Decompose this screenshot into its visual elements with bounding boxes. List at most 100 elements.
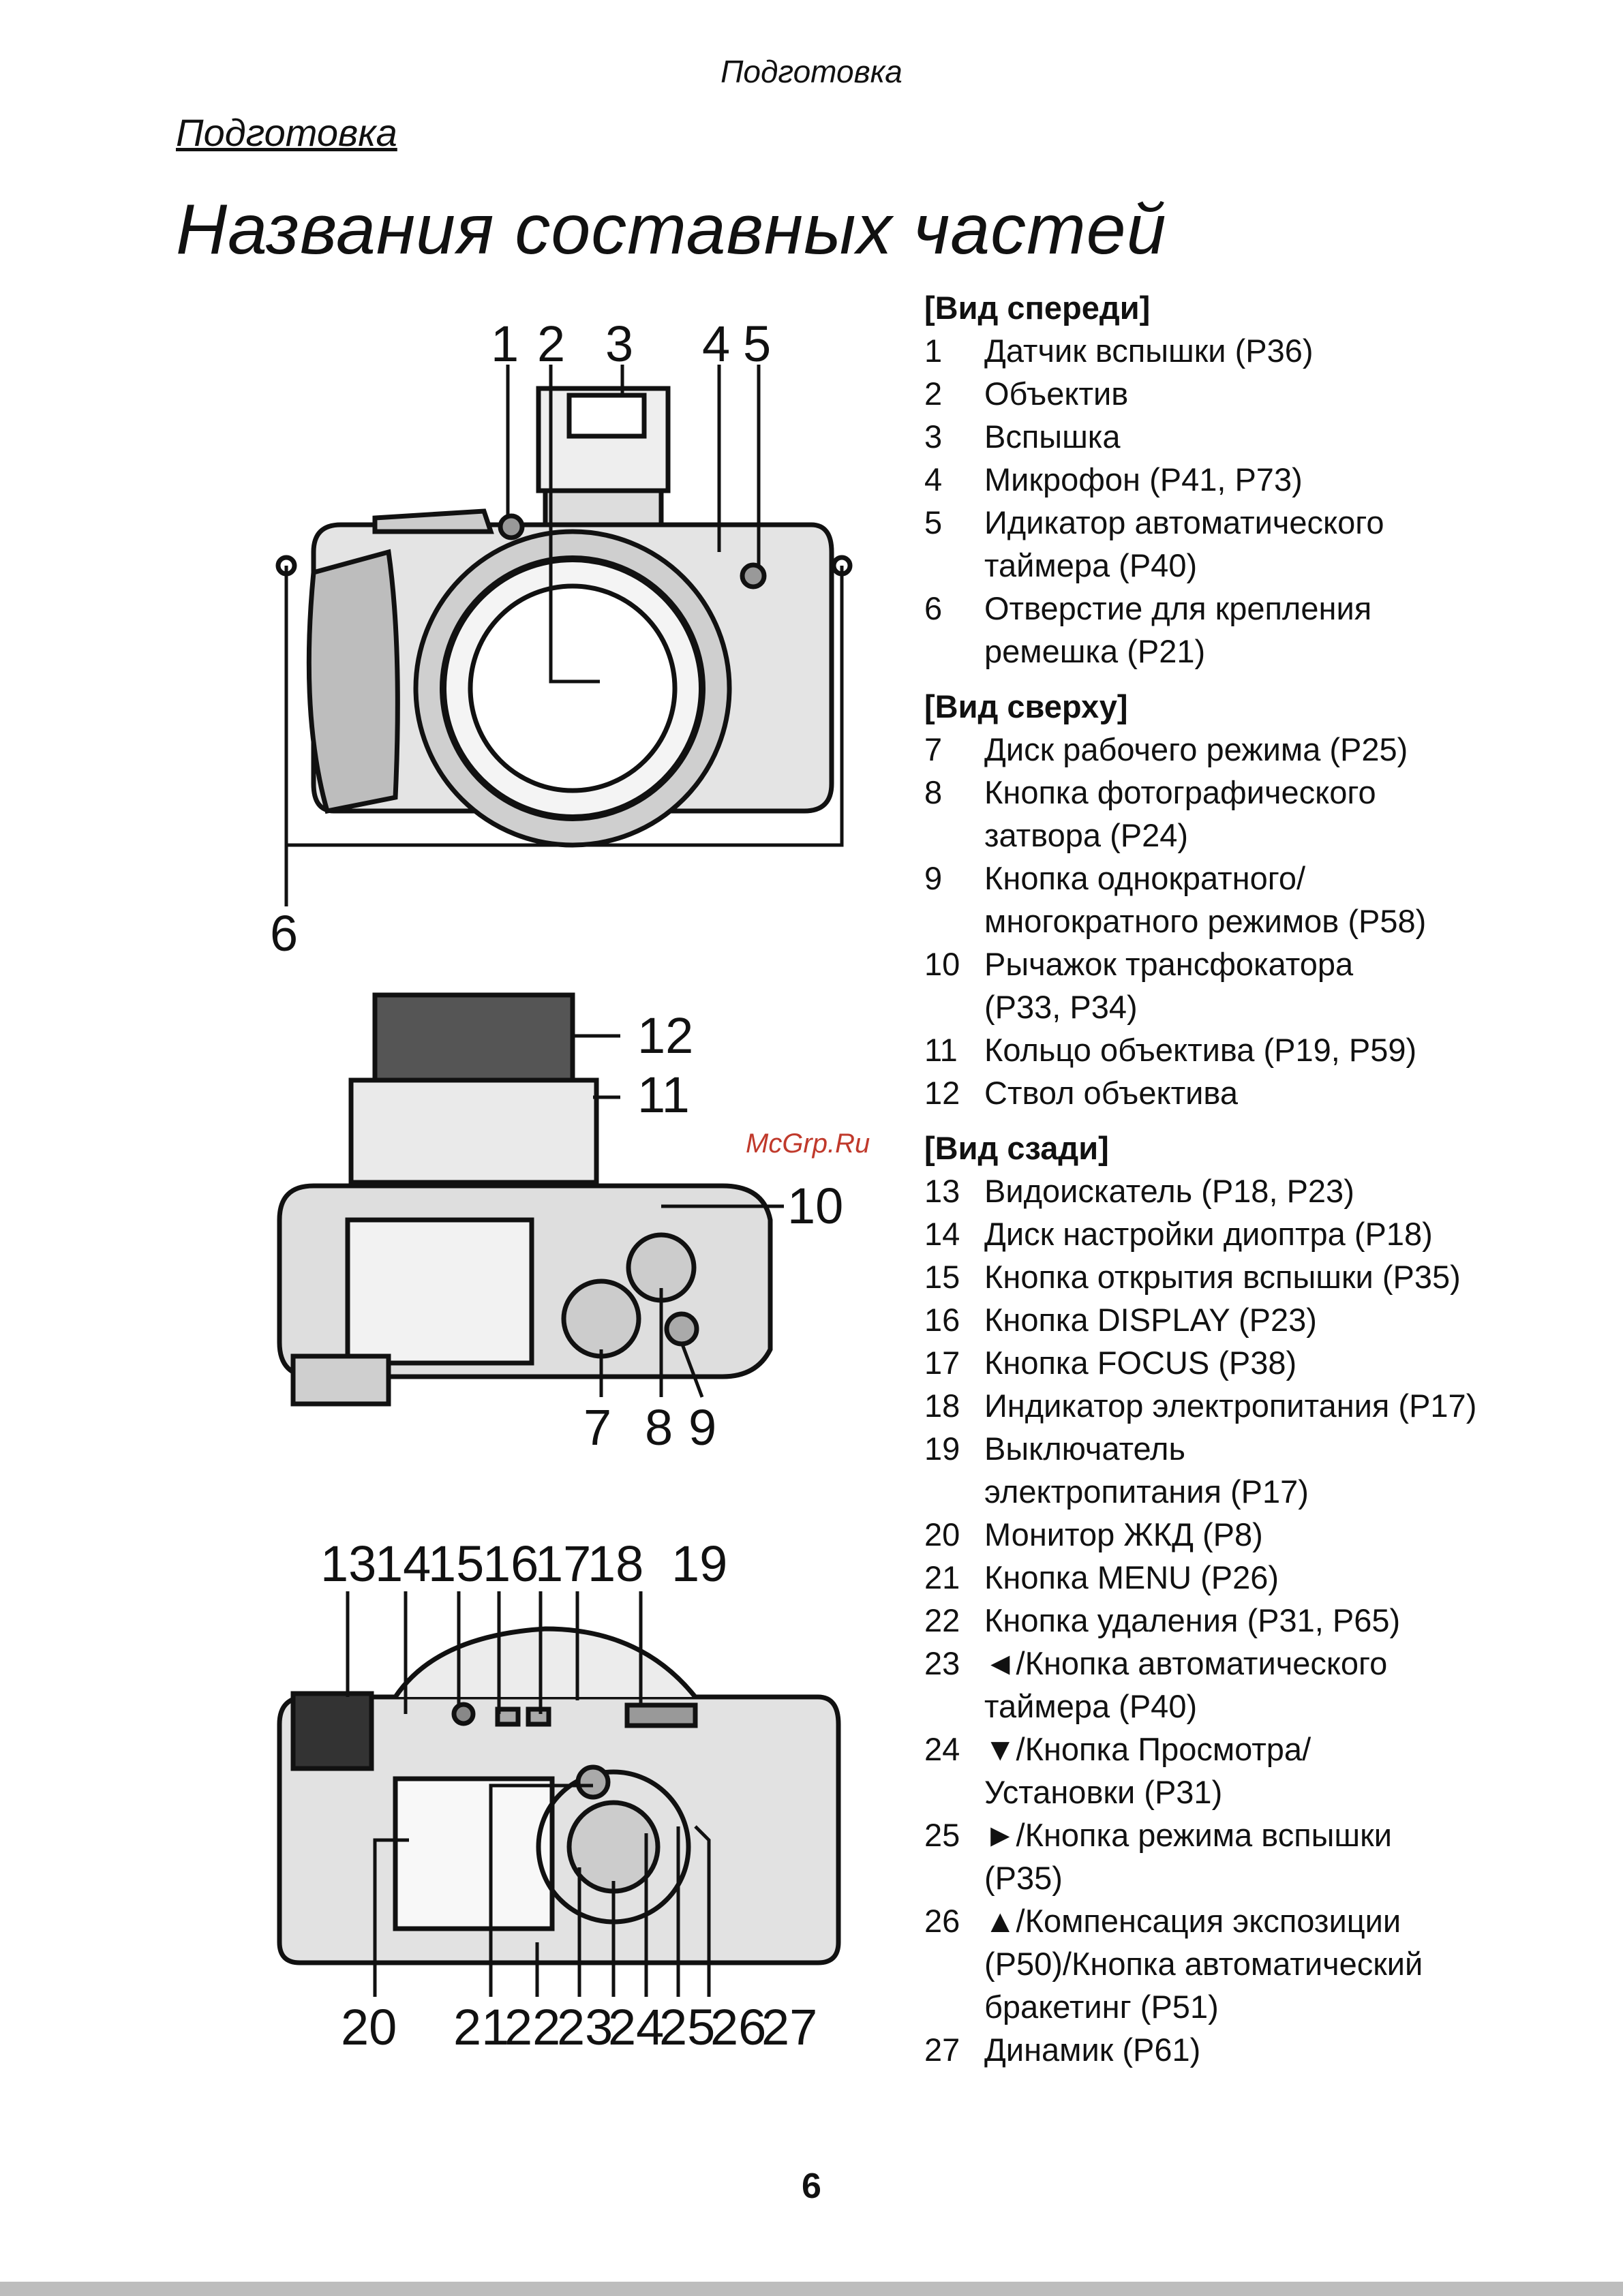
rear-label-26: 26	[710, 1999, 766, 2055]
item-number: 13	[924, 1173, 960, 1209]
item-number: 20	[924, 1516, 960, 1552]
list-item: 10 Рычажок трансфокатора(P33, P34)	[924, 943, 1538, 1028]
item-number: 14	[924, 1216, 960, 1252]
item-text: Динамик (P61)	[984, 2032, 1201, 2068]
front-label-2: 2	[537, 316, 565, 372]
item-text: Монитор ЖКД (P8)	[984, 1516, 1263, 1552]
item-number: 26	[924, 1903, 960, 1939]
item-number: 6	[924, 590, 943, 626]
item-text: Кнопка MENU (P26)	[984, 1559, 1279, 1595]
item-number: 5	[924, 504, 943, 540]
rear-label-14: 14	[375, 1535, 431, 1592]
top-label-12: 12	[637, 1007, 693, 1064]
rear-label-20: 20	[341, 1999, 397, 2055]
item-number: 15	[924, 1259, 960, 1295]
rear-label-24: 24	[608, 1999, 664, 2055]
section-title: [Вид сверху]	[924, 688, 1128, 724]
item-text: Микрофон (P41, P73)	[984, 461, 1303, 498]
list-item: 14 Диск настройки диоптра (P18)	[924, 1212, 1538, 1255]
list-item: 21 Кнопка MENU (P26)	[924, 1556, 1538, 1599]
list-item: 25 ►/Кнопка режима вспышки(P35)	[924, 1813, 1538, 1899]
item-text: Кнопка DISPLAY (P23)	[984, 1302, 1317, 1338]
item-text: Ствол объектива	[984, 1075, 1238, 1111]
item-text: Вспышка	[984, 418, 1121, 455]
rear-label-22: 22	[504, 1999, 560, 2055]
list-item: 24▼/Кнопка Просмотра/Установки (P31)	[924, 1728, 1538, 1813]
front-label-5: 5	[743, 316, 771, 372]
item-number: 9	[924, 860, 943, 896]
item-number: 4	[924, 461, 943, 498]
front-label-3: 3	[605, 316, 633, 372]
top-view-figure: 12 11 10 7 8 9	[277, 992, 843, 1456]
list-item: 18 Индикатор электропитания (P17)	[924, 1384, 1538, 1427]
item-text: Рычажок трансфокатора(P33, P34)	[984, 946, 1354, 1025]
rear-label-16: 16	[483, 1535, 539, 1592]
item-text: Кнопка удаления (P31, P65)	[984, 1602, 1401, 1638]
list-item: 27 Динамик (P61)	[924, 2028, 1538, 2071]
item-number: 19	[924, 1430, 960, 1467]
item-number: 25	[924, 1817, 960, 1853]
item-text: ►/Кнопка режима вспышки(P35)	[984, 1817, 1392, 1896]
item-number: 21	[924, 1559, 960, 1595]
item-number: 17	[924, 1345, 960, 1381]
item-text: Индикатор электропитания (P17)	[984, 1388, 1477, 1424]
item-number: 22	[924, 1602, 960, 1638]
item-number: 1	[924, 333, 943, 369]
item-number: 3	[924, 418, 943, 455]
item-number: 23	[924, 1645, 960, 1681]
item-text: ▲/Компенсация экспозиции(P50)/Кнопка авт…	[984, 1903, 1423, 2025]
item-text: Кнопка однократного/многократного режимо…	[984, 860, 1427, 939]
list-item: 9 Кнопка однократного/многократного режим…	[924, 857, 1538, 943]
item-text: Кольцо объектива (P19, P59)	[984, 1032, 1417, 1068]
front-label-1: 1	[491, 316, 519, 372]
front-label-4: 4	[702, 316, 730, 372]
list-item: 17 Кнопка FOCUS (P38)	[924, 1341, 1538, 1384]
item-number: 8	[924, 774, 943, 810]
item-number: 27	[924, 2032, 960, 2068]
list-item: 22 Кнопка удаления (P31, P65)	[924, 1599, 1538, 1642]
list-item: 4 Микрофон (P41, P73)	[924, 458, 1538, 501]
running-header: Подготовка	[721, 54, 902, 89]
item-number: 18	[924, 1388, 960, 1424]
item-text: Кнопка FOCUS (P38)	[984, 1345, 1297, 1381]
top-label-11: 11	[637, 1067, 690, 1123]
rear-label-17: 17	[535, 1535, 591, 1592]
top-label-7: 7	[583, 1399, 611, 1456]
item-number: 11	[924, 1032, 958, 1068]
item-number: 7	[924, 731, 943, 767]
list-item: 12 Ствол объектива	[924, 1071, 1538, 1114]
rear-label-21: 21	[453, 1999, 509, 2055]
list-item: 3 Вспышка	[924, 415, 1538, 458]
list-item: 1 Датчик вспышки (P36)	[924, 329, 1538, 372]
item-number: 16	[924, 1302, 960, 1338]
item-text: Датчик вспышки (P36)	[984, 333, 1314, 369]
item-number: 10	[924, 946, 960, 982]
list-item: 26 ▲/Компенсация экспозиции(P50)/Кнопка а…	[924, 1899, 1538, 2028]
item-text: Объектив	[984, 376, 1129, 412]
section-title: [Вид спереди]	[924, 290, 1151, 326]
top-label-8: 8	[645, 1399, 673, 1456]
rear-label-15: 15	[428, 1535, 484, 1592]
front-view-figure: 1 2 3 4 5 6	[270, 316, 853, 962]
rear-view-figure: 13 14 15 16 17 18 19 20 21 22 23 24 25 2…	[277, 1535, 841, 2055]
item-text: Диск настройки диоптра (P18)	[984, 1216, 1433, 1252]
item-number: 12	[924, 1075, 960, 1111]
item-text: ▼/Кнопка Просмотра/Установки (P31)	[984, 1731, 1311, 1810]
section-link[interactable]: Подготовка	[176, 111, 397, 154]
section-title: [Вид сзади]	[924, 1130, 1109, 1166]
rear-label-19: 19	[671, 1535, 727, 1592]
